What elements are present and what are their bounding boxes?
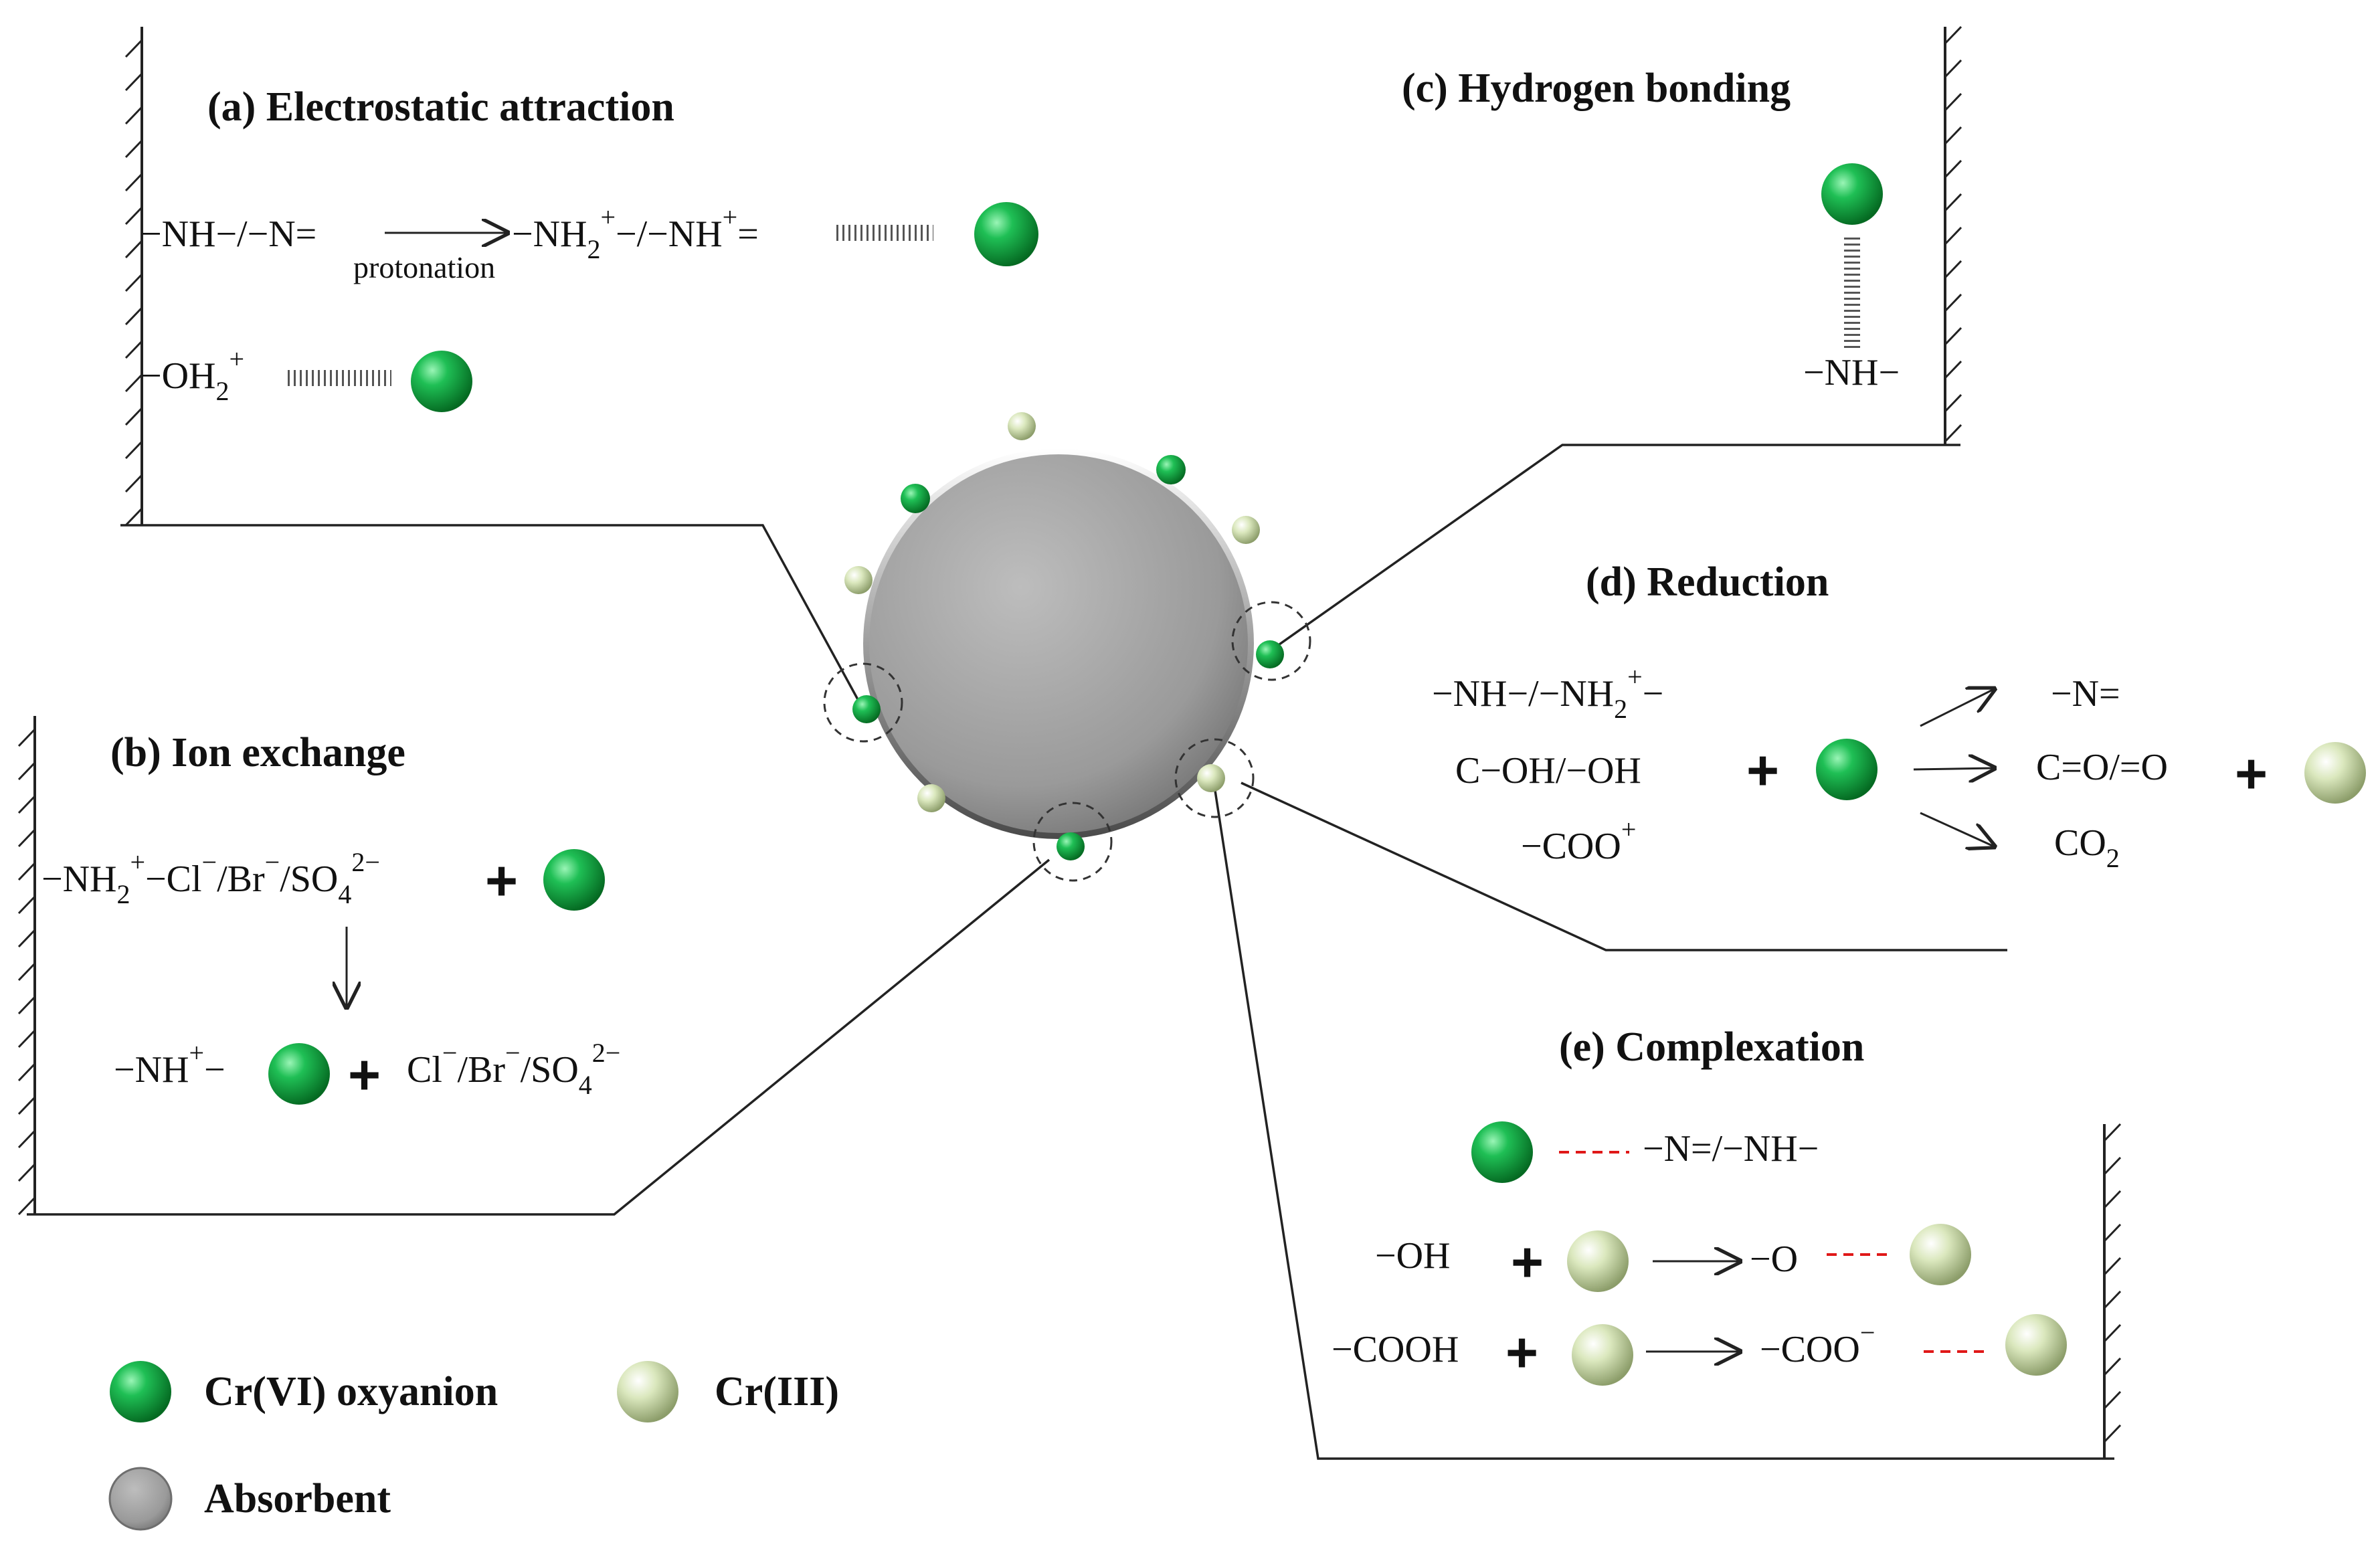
surface-cr3-ion — [1197, 764, 1225, 792]
cr3-ion — [1572, 1324, 1633, 1386]
panel-c-callout-line — [1267, 444, 1960, 654]
panel-b-title: (b) Ion exchange — [110, 730, 405, 775]
cr3-ion — [2304, 742, 2366, 804]
legend-cr3-swatch — [617, 1361, 678, 1422]
panel-d-arrow-1 — [1920, 689, 1994, 727]
cr6-ion — [1816, 739, 1878, 800]
panel-e-row3-reactant: −COOH — [1332, 1329, 1459, 1370]
panel-a-title: (a) Electrostatic attraction — [207, 84, 674, 130]
panel-b-hatch — [17, 728, 36, 1216]
cr6-ion — [1471, 1121, 1533, 1183]
panel-a-reactant: −NH−/−N= — [141, 213, 316, 255]
panel-d-title: (d) Reduction — [1586, 559, 1829, 605]
panel-d-arrow-2 — [1913, 768, 1994, 769]
panel-b-product-left: −NH+− — [114, 1038, 225, 1091]
panel-b-product-right: Cl−/Br−/SO42− — [407, 1038, 620, 1100]
panel-b-plus: + — [485, 849, 518, 912]
highlight-a — [823, 662, 903, 743]
highlight-b — [1032, 802, 1113, 882]
panel-a: (a) Electrostatic attraction −NH−/−N= pr… — [120, 27, 1038, 710]
panel-d-callout-line — [1241, 781, 2007, 951]
surface-cr6-ion — [852, 695, 881, 723]
cr6-ion — [268, 1043, 330, 1105]
surface-cr6-ion — [901, 484, 930, 513]
panel-a-hatch — [124, 39, 143, 527]
panel-d-plus-1: + — [1746, 739, 1779, 802]
surface-cr6-ion — [1256, 640, 1284, 668]
panel-d-product-1: −N= — [2051, 673, 2120, 715]
surface-cr6-ion — [1156, 455, 1186, 484]
cr6-ion — [1821, 163, 1883, 225]
panel-e-row1-group: −N=/−NH− — [1643, 1128, 1819, 1170]
panel-e-plus-1: + — [1511, 1230, 1544, 1293]
legend-absorbent-label: Absorbent — [204, 1476, 391, 1522]
panel-e-plus-2: + — [1505, 1321, 1538, 1384]
cr3-ion — [2005, 1314, 2067, 1376]
absorbent-particle — [823, 412, 1311, 882]
panel-a-product: −NH2+−/−NH+= — [512, 202, 759, 264]
panel-a-arrow-label: protonation — [353, 250, 495, 284]
panel-d-reactant-3: −COO+ — [1521, 814, 1636, 867]
legend-cr6-swatch — [110, 1361, 171, 1422]
absorbent-core — [869, 454, 1248, 833]
panel-e-hatch — [2103, 1123, 2122, 1443]
panel-d-product-2: C=O/=O — [2036, 747, 2168, 788]
surface-cr3-ion — [1008, 412, 1036, 440]
panel-d-product-3: CO2 — [2054, 822, 2120, 873]
panel-a-callout-line — [120, 524, 864, 710]
panel-e-row2-reactant: −OH — [1375, 1235, 1450, 1277]
surface-cr6-ion — [1057, 832, 1085, 860]
highlight-c — [1231, 601, 1311, 681]
panel-c-group: −NH− — [1803, 352, 1900, 393]
panel-c: (c) Hydrogen bonding −NH− — [1267, 25, 1962, 654]
panel-b-reactant: −NH2+−Cl−/Br−/SO42− — [41, 847, 380, 909]
panel-e-row2-product: −O — [1750, 1238, 1798, 1280]
surface-cr3-ion — [1232, 516, 1260, 544]
panel-e: (e) Complexation −N=/−NH− −OH + −O −COOH… — [1213, 786, 2122, 1460]
surface-cr3-ion — [917, 784, 945, 812]
panel-b: (b) Ion exchange −NH2+−Cl−/Br−/SO42− + −… — [17, 716, 1050, 1216]
panel-d: (d) Reduction −NH−/−NH2+− C−OH/−OH −COO+… — [1241, 559, 2366, 951]
cr6-ion — [974, 202, 1038, 266]
panel-d-reactant-2: C−OH/−OH — [1455, 750, 1641, 792]
panel-d-arrow-3 — [1920, 812, 1994, 846]
panel-d-plus-2: + — [2235, 742, 2268, 805]
panel-b-callout-line — [27, 858, 1050, 1216]
legend: Cr(VI) oxyanion Cr(III) Absorbent — [108, 1361, 839, 1531]
panel-c-title: (c) Hydrogen bonding — [1402, 66, 1791, 111]
panel-d-reactant-1: −NH−/−NH2+− — [1432, 662, 1663, 724]
legend-absorbent-swatch — [108, 1467, 173, 1531]
cr3-ion — [1567, 1230, 1629, 1292]
cr6-ion — [543, 849, 605, 911]
legend-cr3-label: Cr(III) — [715, 1369, 839, 1414]
panel-e-row3-product: −COO− — [1760, 1317, 1875, 1370]
panel-a-row2: −OH2+ — [141, 344, 244, 406]
cr6-ion — [411, 351, 472, 412]
surface-cr3-ion — [844, 566, 873, 594]
panel-b-plus-2: + — [348, 1043, 381, 1106]
panel-e-callout-line — [1213, 786, 2114, 1460]
panel-e-title: (e) Complexation — [1559, 1024, 1864, 1070]
cr3-ion — [1910, 1224, 1971, 1285]
highlight-de — [1174, 738, 1255, 818]
panel-c-hatch — [1944, 25, 1962, 443]
legend-cr6-label: Cr(VI) oxyanion — [204, 1369, 498, 1414]
